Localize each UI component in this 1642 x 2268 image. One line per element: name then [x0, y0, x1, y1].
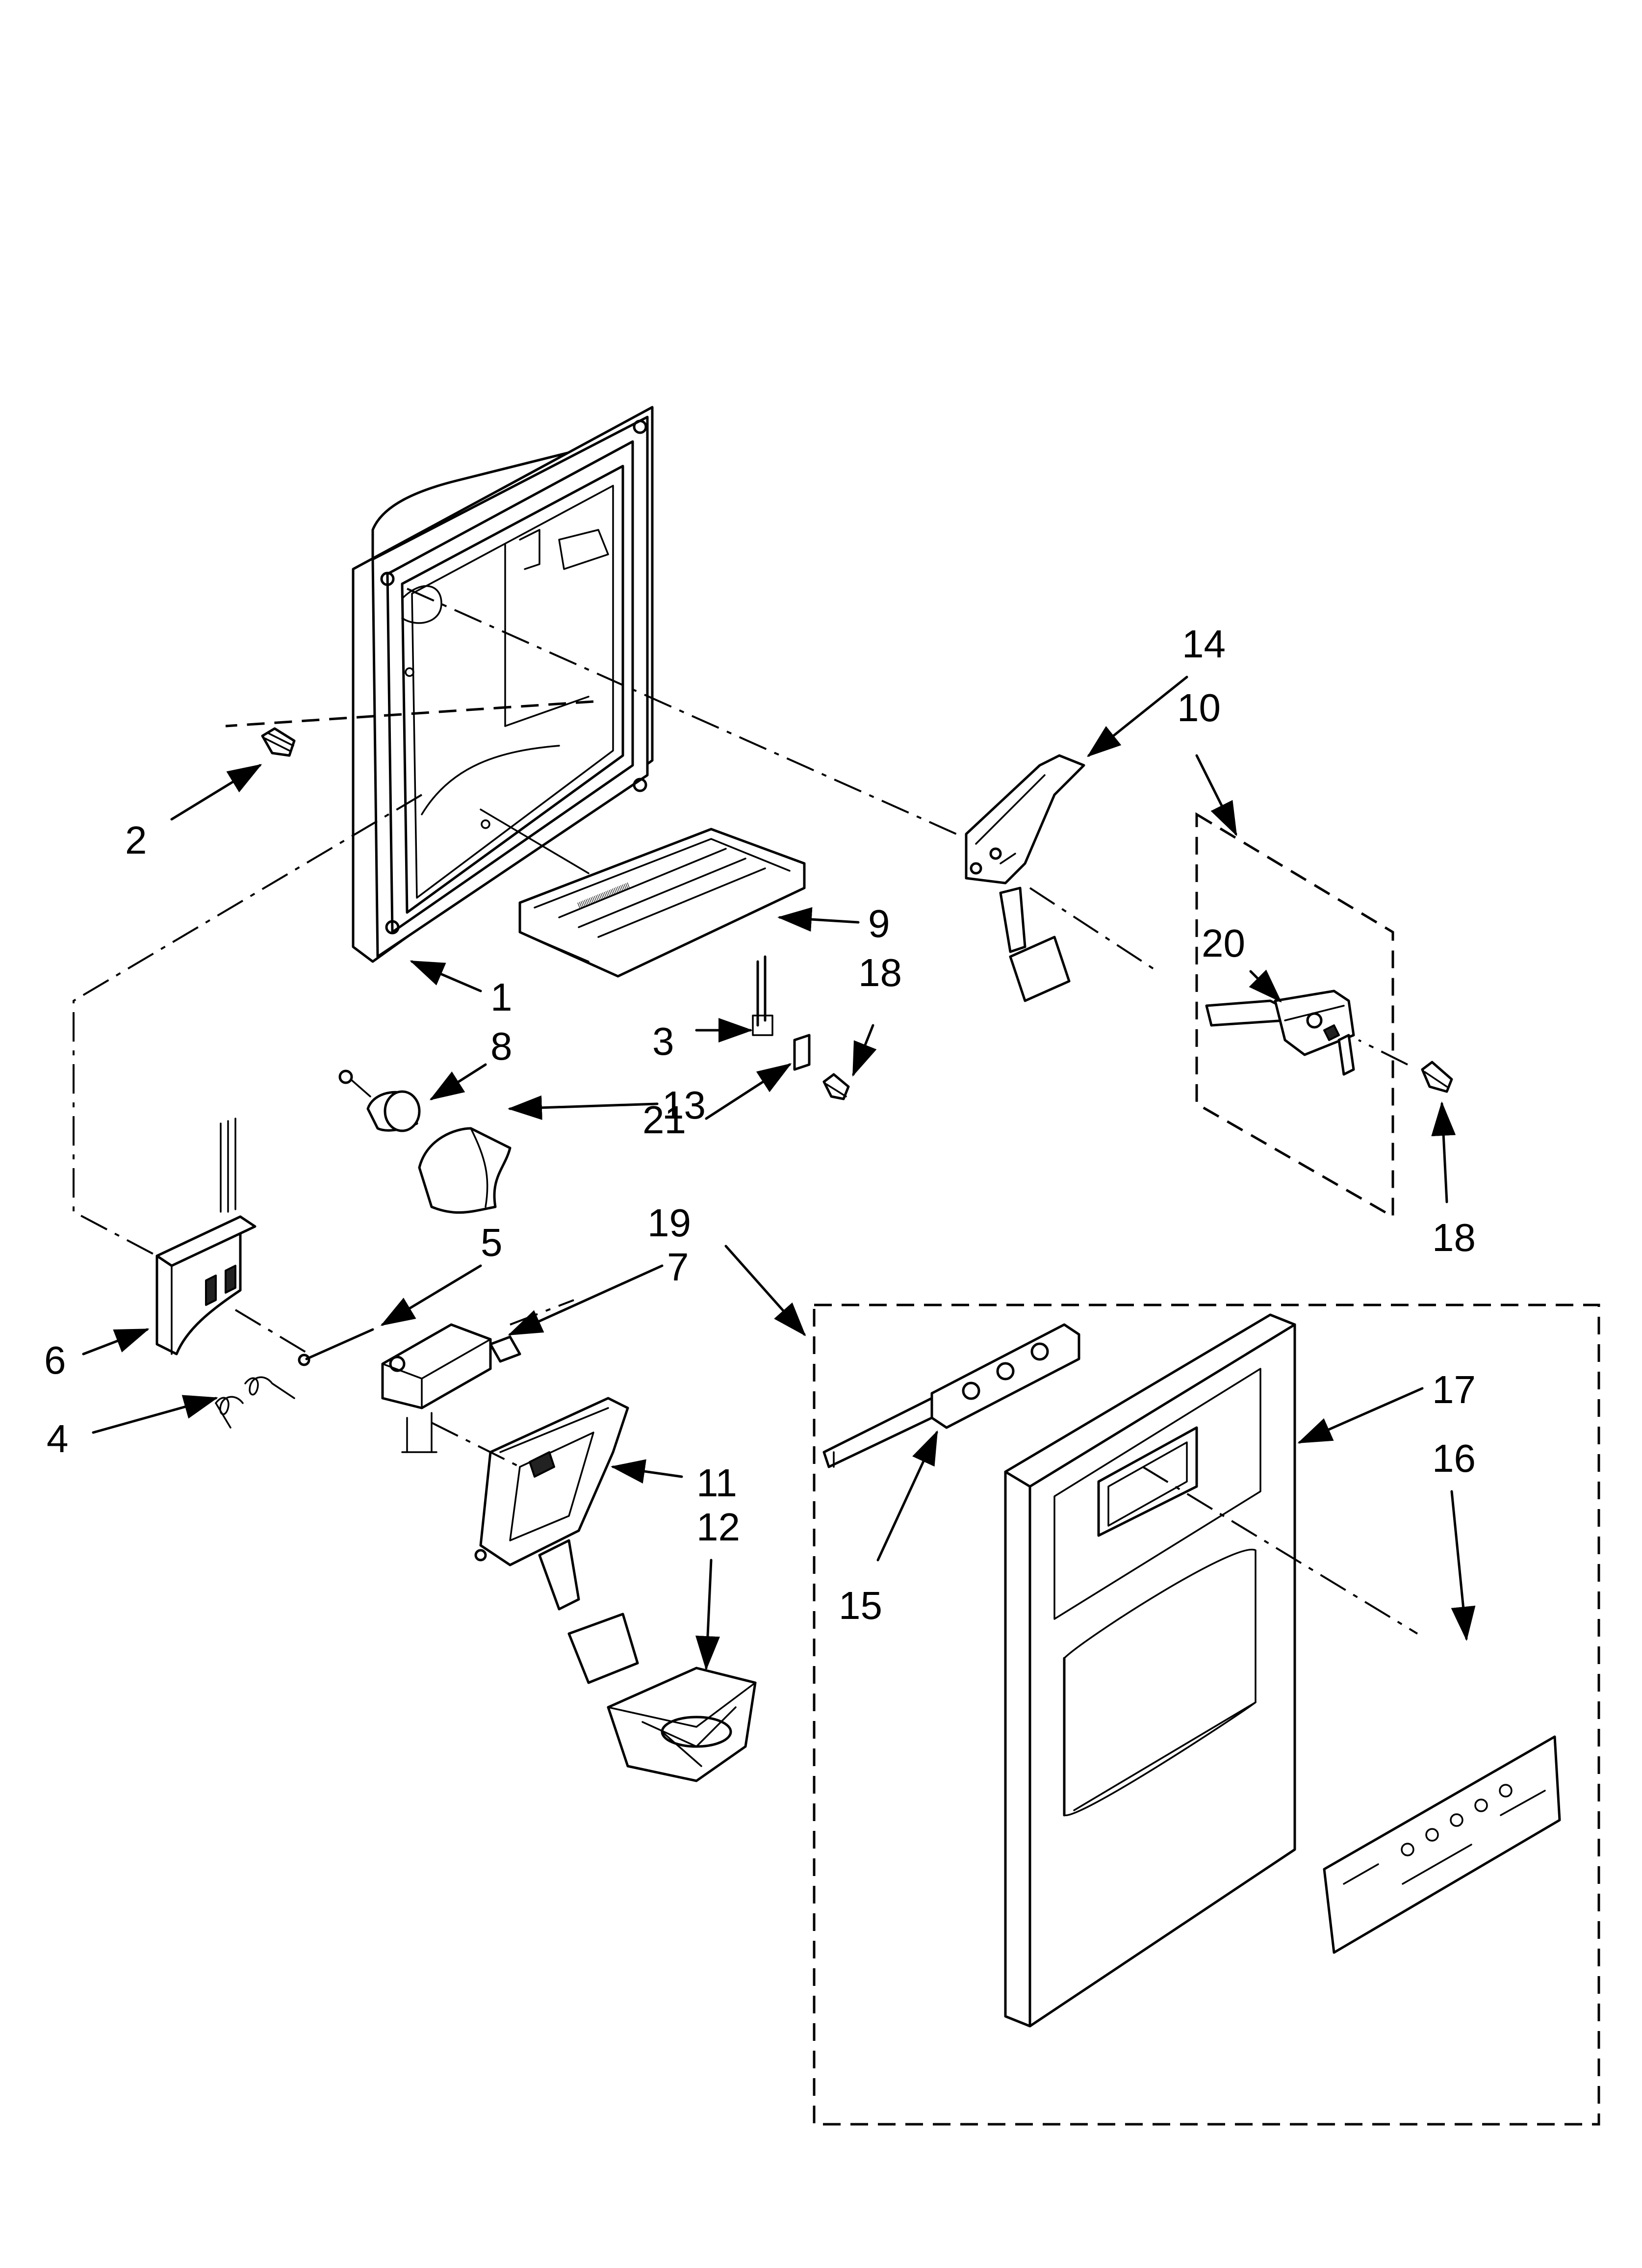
- assembly-group-box-10: [1195, 812, 1394, 1219]
- front-panel-part-17: [1004, 1313, 1296, 2028]
- pin-part-5: [298, 1328, 374, 1366]
- callout-12: 12: [696, 1505, 740, 1549]
- callout-16: 16: [1432, 1436, 1476, 1480]
- clip-part-21: [793, 1034, 811, 1071]
- switch-part-6: [155, 1118, 257, 1356]
- callout-17: 17: [1432, 1368, 1476, 1411]
- drip-tray-part-9: |||||||||||||||||||||||||||||||: [518, 828, 806, 978]
- spring-part-4: [215, 1376, 295, 1429]
- callout-5: 5: [481, 1221, 503, 1264]
- water-lever-part-14: [965, 754, 1085, 1002]
- callout-14: 14: [1182, 622, 1226, 666]
- overlay-decal-part-16: [1323, 1735, 1561, 1954]
- screw-part-18-right: [1421, 1061, 1453, 1093]
- callout-13: 13: [662, 1083, 706, 1127]
- clip-part-3: [752, 955, 773, 1036]
- callout-3: 3: [652, 1019, 674, 1063]
- ice-lever-part-11: [474, 1397, 639, 1684]
- callout-labels: 1 2 3 4 5 6 7 8 9 10 11 12 13 14 15 16 1…: [44, 622, 1476, 1627]
- housing-frame-part-1: [352, 406, 654, 963]
- bracket-part-20: [1205, 990, 1355, 1076]
- callout-18-left: 18: [858, 951, 902, 994]
- cover-part-13: [418, 1127, 512, 1214]
- control-board-part-15: [822, 1323, 1080, 1468]
- callout-arrows: [82, 676, 1476, 1670]
- callout-7: 7: [667, 1245, 689, 1289]
- callout-19: 19: [647, 1201, 691, 1245]
- callout-8: 8: [490, 1024, 513, 1068]
- callout-18-right: 18: [1432, 1216, 1476, 1259]
- callout-11: 11: [696, 1461, 737, 1505]
- assembly-group-box-19: [813, 1303, 1600, 2126]
- solenoid-part-8: [338, 1069, 421, 1132]
- callout-9: 9: [868, 902, 890, 945]
- callout-10: 10: [1177, 686, 1221, 730]
- callout-21: 21: [642, 1098, 686, 1142]
- callout-2: 2: [125, 818, 147, 862]
- callout-6: 6: [44, 1338, 66, 1382]
- callout-15: 15: [839, 1584, 882, 1627]
- actuator-part-7: [381, 1323, 521, 1453]
- screw-part-18-left: [822, 1073, 850, 1100]
- callout-20: 20: [1202, 921, 1245, 965]
- ice-chute-part-12: [607, 1667, 757, 1782]
- screw-part-2: [261, 727, 296, 757]
- callout-1: 1: [490, 975, 513, 1019]
- callout-4: 4: [47, 1417, 69, 1460]
